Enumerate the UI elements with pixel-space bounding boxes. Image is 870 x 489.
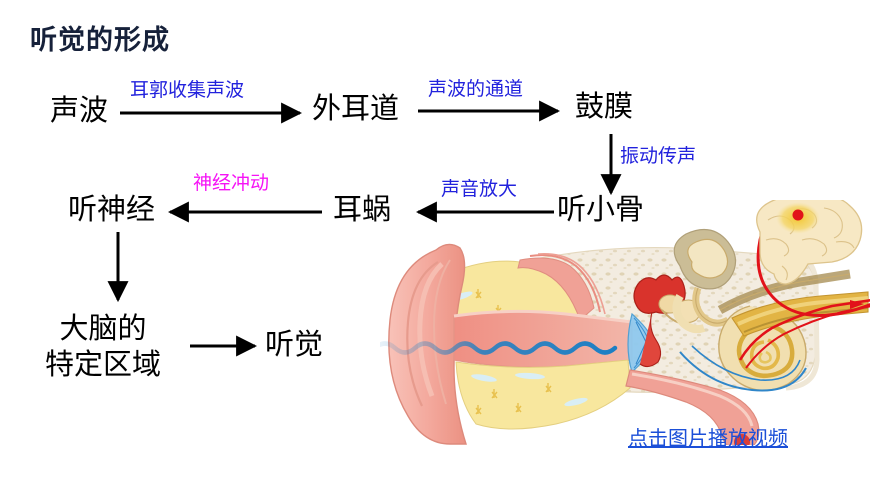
play-video-link[interactable]: 点击图片播放视频 [628,426,788,450]
ear-anatomy-illustration[interactable] [380,200,870,445]
edge-label-sound-passage: 声波的通道 [428,78,524,100]
node-brain-area-line2: 特定区域 [45,347,162,382]
edge-label-pinna-collects: 耳郭收集声波 [130,79,245,101]
semicircular-canals [672,228,737,334]
edge-label-vibration-transmission: 振动传声 [620,145,697,167]
node-ossicles: 听小骨 [557,192,645,226]
node-eardrum: 鼓膜 [575,89,634,123]
node-ear-canal: 外耳道 [312,91,400,125]
page-title: 听觉的形成 [30,25,170,56]
sound-wave-icon [380,341,618,355]
eustachian-tube [625,369,760,445]
node-hearing: 听觉 [265,327,324,361]
node-brain-area-line1: 大脑的 [59,311,147,345]
node-auditory-nerve: 听神经 [68,192,156,226]
ear-canal [453,309,633,368]
edge-label-sound-amplification: 声音放大 [441,178,518,200]
edge-label-nerve-impulse: 神经冲动 [193,172,270,194]
node-cochlea: 耳蜗 [333,192,392,226]
node-sound-wave: 声波 [50,93,109,127]
brain [756,200,863,285]
node-brain-area: 大脑的 特定区域 [45,310,161,383]
lower-soft-tissue [455,359,631,430]
